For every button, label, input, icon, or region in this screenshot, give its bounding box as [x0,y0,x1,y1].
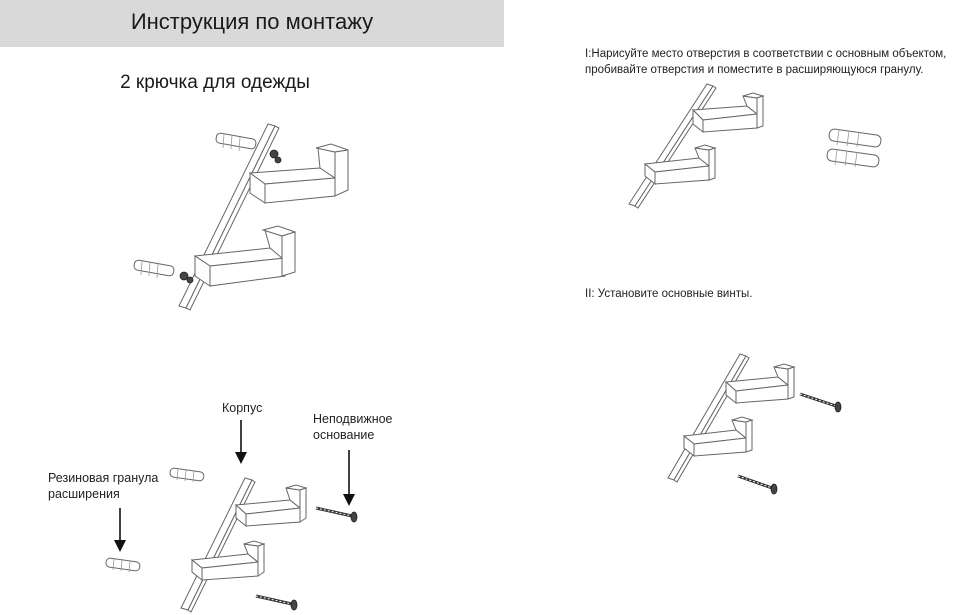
wall-anchor-icon [215,133,281,163]
product-subtitle: 2 крючка для одежды [120,72,310,93]
arrow-down-icon [235,420,247,464]
screw-icon [316,508,357,522]
arrow-down-icon [343,450,355,506]
header-bar [0,0,504,47]
page-title: Инструкция по монтажу [130,9,374,34]
body-label: Корпус [222,401,263,415]
base-label-line2: основание [313,428,375,442]
step2-text: II: Установите основные винты. [585,288,753,300]
wall-anchor-icon [105,558,140,572]
anchor-label-line1: Резиновая гранула [48,471,159,485]
base-label-line1: Неподвижное [313,412,393,426]
arrow-down-icon [114,508,126,552]
wall-anchor-icon [826,128,881,167]
step1-line1: I:Нарисуйте место отверстия в соответств… [585,48,947,60]
anchor-label-line2: расширения [48,487,120,501]
step1-line2: пробивайте отверстия и поместите в расши… [585,64,924,76]
screw-icon [256,596,297,610]
step1-drawing [625,82,895,212]
exploded-parts-drawing [100,460,370,615]
wall-anchor-icon [133,260,193,283]
wall-anchor-icon [169,468,204,482]
hook-rack-drawing [120,118,350,318]
step2-drawing [660,352,860,502]
screw-icon [738,476,777,494]
screw-icon [800,394,841,412]
